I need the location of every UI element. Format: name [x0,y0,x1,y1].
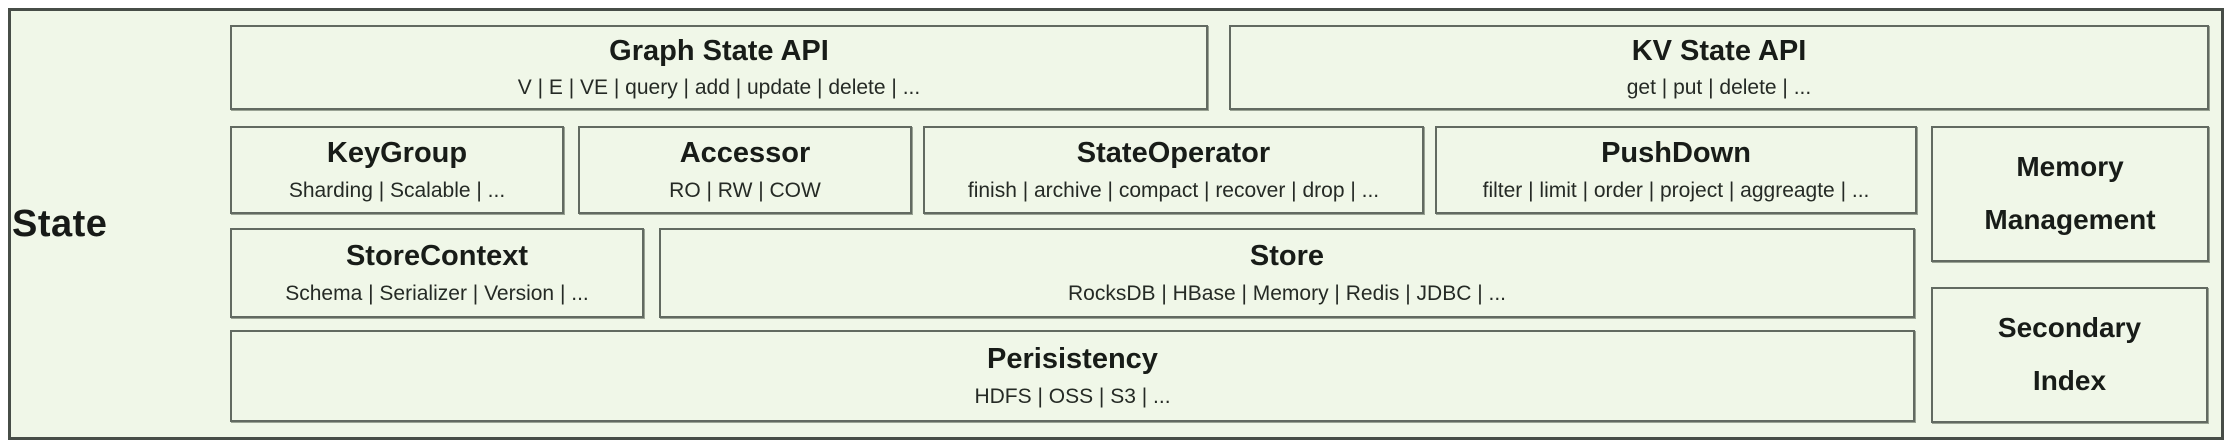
box-store: Store RocksDB | HBase | Memory | Redis |… [659,228,1915,318]
memory-management-title-line2: Management [1984,204,2156,236]
secondary-index-title-line2: Index [2032,365,2107,397]
graph-state-api-subtitle: V | E | VE | query | add | update | dele… [517,75,921,99]
store-title: Store [1249,240,1325,272]
box-graph-state-api: Graph State API V | E | VE | query | add… [230,25,1208,110]
keygroup-title: KeyGroup [326,137,468,170]
persistency-title: Perisistency [987,342,1158,375]
pushdown-subtitle: filter | limit | order | project | aggre… [1482,178,1870,202]
persistency-subtitle: HDFS | OSS | S3 | ... [974,385,1171,409]
kv-state-api-subtitle: get | put | delete | ... [1626,75,1812,99]
box-kv-state-api: KV State API get | put | delete | ... [1229,25,2209,110]
box-memory-management: Memory Management [1931,126,2209,262]
box-secondary-index: Secondary Index [1931,287,2208,423]
box-keygroup: KeyGroup Sharding | Scalable | ... [230,126,564,214]
box-accessor: Accessor RO | RW | COW [578,126,912,214]
graph-state-api-title: Graph State API [609,35,829,68]
root-label-state: State [12,202,108,245]
keygroup-subtitle: Sharding | Scalable | ... [288,178,506,202]
state-operator-subtitle: finish | archive | compact | recover | d… [967,178,1380,202]
pushdown-title: PushDown [1601,137,1751,170]
kv-state-api-title: KV State API [1631,35,1807,68]
accessor-title: Accessor [679,137,811,170]
secondary-index-title-line1: Secondary [1997,312,2142,344]
box-pushdown: PushDown filter | limit | order | projec… [1435,126,1917,214]
box-persistency: Perisistency HDFS | OSS | S3 | ... [230,330,1915,422]
memory-management-title-line1: Memory [2016,151,2124,183]
accessor-subtitle: RO | RW | COW [669,178,821,202]
store-context-title: StoreContext [345,240,529,272]
state-operator-title: StateOperator [1076,137,1271,170]
box-store-context: StoreContext Schema | Serializer | Versi… [230,228,644,318]
box-state-operator: StateOperator finish | archive | compact… [923,126,1424,214]
store-subtitle: RocksDB | HBase | Memory | Redis | JDBC … [1067,281,1507,305]
store-context-subtitle: Schema | Serializer | Version | ... [285,281,589,305]
